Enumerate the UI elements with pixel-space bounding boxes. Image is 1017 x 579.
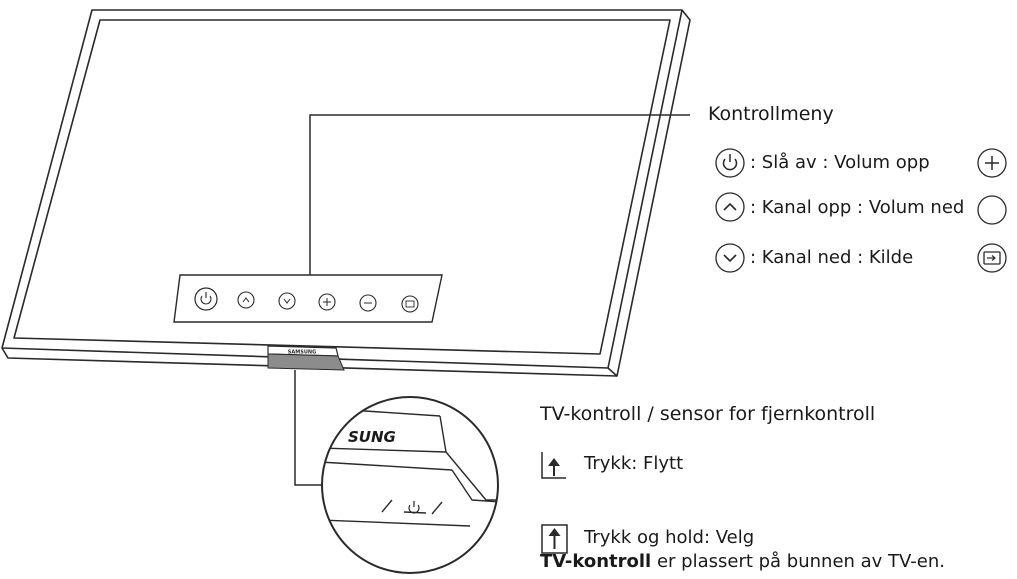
press-hold-icon xyxy=(541,524,568,554)
zoom-leader-line xyxy=(294,370,322,486)
control-panel xyxy=(173,274,443,323)
logo-tab-text: SAMSUNG xyxy=(288,350,316,356)
minus-icon xyxy=(977,195,1007,225)
panel-button-channel-down[interactable] xyxy=(278,292,296,310)
source-icon xyxy=(977,243,1007,273)
press-move-icon xyxy=(541,452,566,479)
tv-control-title: TV-kontroll / sensor for fjernkontroll xyxy=(540,403,876,425)
zoom-detail: SUNG xyxy=(321,396,499,574)
panel-button-volume-down[interactable] xyxy=(359,294,377,312)
control-menu-item-3: : Kanal ned : Kilde xyxy=(750,247,914,268)
tv-side-edge xyxy=(607,9,691,377)
control-menu-title: Kontrollmeny xyxy=(708,103,834,125)
tv-body xyxy=(1,9,691,377)
chevron-down-icon xyxy=(715,243,745,273)
press-hold-select-label: Trykk og hold: Velg xyxy=(584,527,755,548)
panel-button-volume-up[interactable] xyxy=(318,293,336,311)
tv-control-location-note: TV-kontroll er plassert på bunnen av TV-… xyxy=(540,551,945,572)
control-unit-shade xyxy=(267,353,345,371)
tv-frame-inner xyxy=(13,19,671,355)
tv-bottom-edge xyxy=(1,347,618,377)
panel-button-source[interactable] xyxy=(401,295,419,313)
panel-button-channel-up[interactable] xyxy=(237,291,255,309)
tv-control-note-bold: TV-kontroll xyxy=(540,551,652,572)
tv-control-unit: SAMSUNG xyxy=(267,345,345,371)
tv-control-note-rest: er plassert på bunnen av TV-en. xyxy=(651,551,946,572)
control-panel-frame xyxy=(173,274,443,323)
chevron-up-icon xyxy=(715,192,745,222)
control-menu-item-2: : Kanal opp : Volum ned xyxy=(750,197,965,218)
panel-button-power[interactable] xyxy=(194,287,218,311)
power-icon xyxy=(715,148,745,178)
zoom-brand-text: SUNG xyxy=(348,428,396,446)
control-menu-item-1: : Slå av : Volum opp xyxy=(750,152,930,173)
plus-icon xyxy=(977,148,1007,178)
press-move-label: Trykk: Flytt xyxy=(584,453,684,474)
control-menu-leader-line xyxy=(309,114,690,275)
